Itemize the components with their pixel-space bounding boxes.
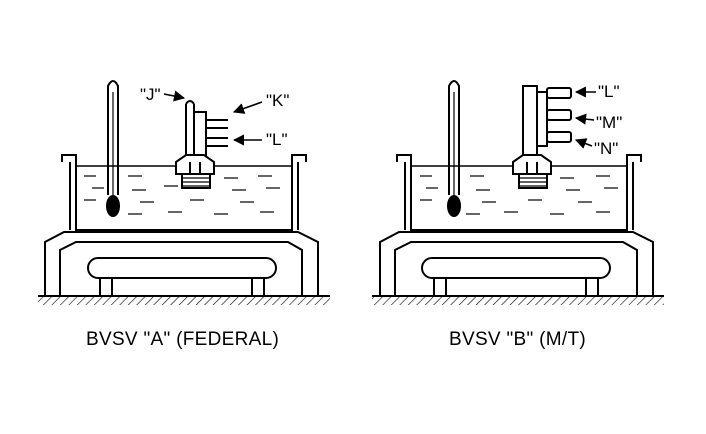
stand-a (44, 231, 319, 296)
port-label-m: "M" (596, 113, 623, 132)
thermometer-a (106, 80, 120, 217)
port-label-j: "J" (140, 85, 161, 104)
caption-bvsv-a: BVSV "A" (FEDERAL) (86, 329, 280, 350)
port-label-l-b: "L" (598, 82, 620, 101)
bvsv-valve-b (512, 85, 572, 189)
port-label-l-a: "L" (266, 130, 288, 149)
port-label-k: "K" (266, 91, 290, 110)
bvsv-valve-a (175, 100, 228, 189)
caption-bvsv-b: BVSV "B" (M/T) (449, 329, 586, 350)
ground-a (38, 295, 330, 305)
stand-b (379, 231, 654, 296)
port-label-n: "N" (594, 139, 619, 158)
thermometer-b (447, 80, 461, 217)
ground-b (372, 295, 664, 305)
diagram-b (372, 80, 664, 305)
water-surface-a (84, 175, 280, 215)
callouts-b (574, 86, 596, 149)
callouts-a (163, 90, 263, 146)
diagram-a (38, 80, 330, 305)
